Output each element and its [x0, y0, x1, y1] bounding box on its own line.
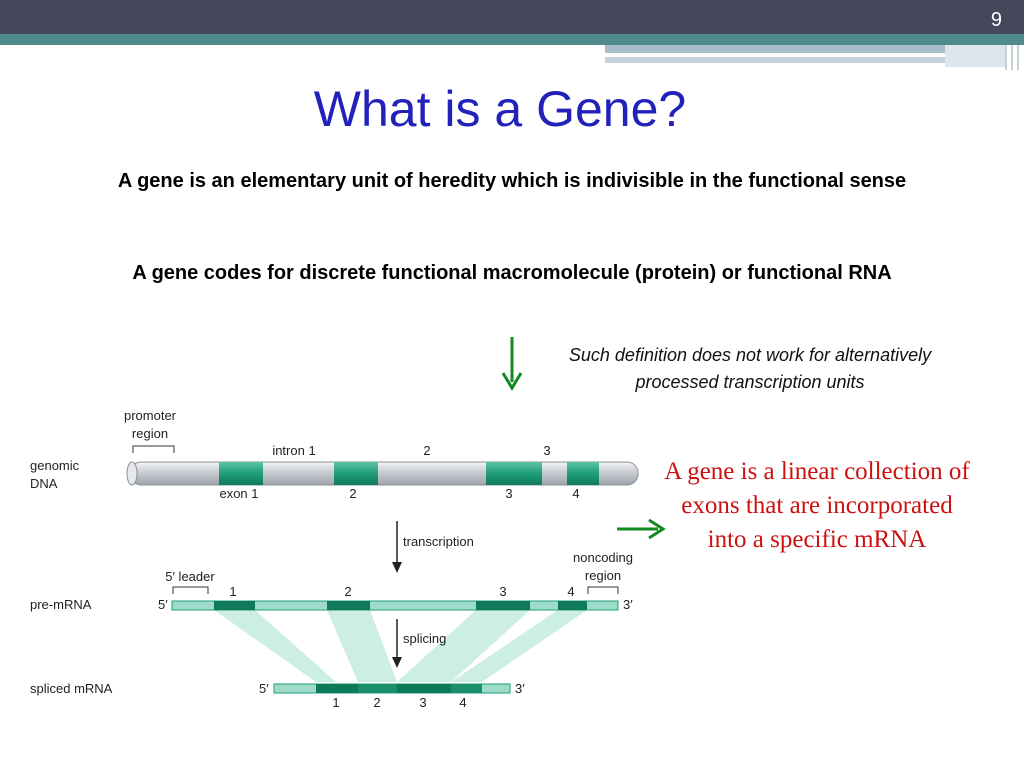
leader-bracket: [172, 586, 209, 594]
exon-label: exon 1: [219, 486, 258, 501]
right-arrow-icon: [648, 518, 666, 540]
exon-segment: [476, 601, 530, 610]
down-arrow-icon: [501, 372, 523, 391]
exon-segment: [358, 684, 397, 693]
accent-bar: [0, 34, 1024, 45]
exon-number: 4: [459, 695, 466, 710]
exon-number: 2: [344, 584, 351, 599]
exon-label: 4: [572, 486, 579, 501]
exon-segment: [219, 462, 263, 485]
decor-line: [1017, 45, 1019, 70]
exon-number: 1: [332, 695, 339, 710]
noncoding-bracket: [587, 586, 619, 594]
exon-number: 4: [567, 584, 574, 599]
splicing-label: splicing: [403, 631, 446, 646]
exon-segment: [486, 462, 542, 485]
conclusion-text: A gene is a linear collection of exons t…: [664, 458, 970, 553]
intron-label: 2: [423, 443, 430, 458]
transcription-arrow-head: [392, 562, 402, 573]
exon-segment: [567, 462, 599, 485]
exon-segment: [214, 601, 255, 610]
exon-segment: [316, 684, 358, 693]
exon-segment: [327, 601, 370, 610]
noncoding-label: noncoding: [573, 550, 633, 565]
exon-label: 3: [505, 486, 512, 501]
spliced-mrna-label: spliced mRNA: [30, 681, 113, 696]
genomic-dna-label: genomic: [30, 458, 80, 473]
dna-cylinder-end: [126, 461, 138, 486]
intron-label: 3: [543, 443, 550, 458]
genomic-dna-label: DNA: [30, 476, 58, 491]
decor-band: [945, 45, 1005, 67]
decor-band: [605, 57, 945, 63]
splice-connector: [214, 610, 336, 682]
leader-label: 5′ leader: [165, 569, 215, 584]
pre-mrna-strip: [171, 600, 619, 611]
dna-cylinder: [129, 461, 639, 486]
three-prime-label: 3′: [623, 597, 633, 612]
promoter-bracket: [132, 445, 175, 453]
exon-number: 1: [229, 584, 236, 599]
exon-segment: [334, 462, 378, 485]
caveat-note: Such definition does not work for altern…: [568, 345, 932, 392]
five-prime-label: 5′: [259, 681, 269, 696]
splice-connector: [451, 610, 587, 682]
decor-band: [605, 45, 1005, 53]
exon-label: 2: [349, 486, 356, 501]
definition-text: A gene is an elementary unit of heredity…: [117, 170, 907, 192]
splice-connector: [397, 610, 530, 682]
exon-number: 3: [499, 584, 506, 599]
intron-label: intron 1: [272, 443, 315, 458]
exon-segment: [558, 601, 587, 610]
exon-segment: [397, 684, 451, 693]
noncoding-label: region: [585, 568, 621, 583]
pre-mrna-label: pre-mRNA: [30, 597, 92, 612]
splice-connector: [327, 610, 397, 682]
transcription-label: transcription: [403, 534, 474, 549]
decor-line: [1011, 45, 1013, 70]
exon-segment: [451, 684, 482, 693]
promoter-label: region: [132, 426, 168, 441]
three-prime-label: 3′: [515, 681, 525, 696]
definition-text: A gene codes for discrete functional mac…: [132, 262, 892, 284]
exon-number: 2: [373, 695, 380, 710]
top-bar: [0, 0, 1024, 34]
five-prime-label: 5′: [158, 597, 168, 612]
slide-number: 9: [990, 9, 1002, 31]
slide-title: What is a Gene?: [313, 81, 687, 137]
exon-number: 3: [419, 695, 426, 710]
splicing-arrow-head: [392, 657, 402, 668]
decor-line: [1005, 45, 1007, 70]
promoter-label: promoter: [124, 408, 177, 423]
